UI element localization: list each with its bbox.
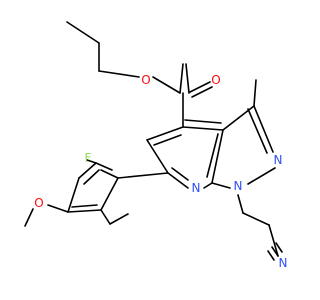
bond-line-22 — [146, 139, 169, 174]
bond-line-5 — [185, 63, 190, 94]
bond-line-35 — [83, 169, 100, 185]
bond-line-10 — [184, 119, 222, 124]
bond-line-2 — [98, 70, 140, 78]
bond-line-42 — [271, 246, 279, 257]
atom-n-ring-2: N — [274, 153, 283, 167]
bond-line-20 — [167, 172, 189, 189]
bond-line-43 — [275, 242, 283, 253]
bond-line-19 — [203, 182, 213, 189]
bond-line-34 — [78, 162, 97, 179]
bond-line-0 — [66, 21, 100, 44]
bond-line-15 — [247, 167, 276, 185]
bond-line-36 — [100, 209, 111, 225]
bond-line-23 — [146, 126, 184, 141]
bond-line-3 — [152, 76, 181, 94]
bond-line-37 — [109, 213, 129, 225]
bond-line-27 — [95, 162, 113, 171]
bond-line-11 — [222, 105, 255, 131]
bond-line-24 — [153, 134, 182, 146]
bond-line-28 — [86, 159, 97, 164]
atom-o-carbonyl: O — [211, 73, 220, 87]
atom-n-pyridine: N — [192, 181, 201, 195]
bond-line-21 — [171, 167, 189, 181]
bond-line-30 — [67, 209, 102, 213]
bond-line-39 — [237, 194, 244, 214]
atom-n-ring-1: N — [234, 179, 243, 193]
atom-o-methoxy: O — [34, 196, 43, 210]
bond-line-18 — [206, 133, 219, 178]
bond-lines — [24, 21, 283, 261]
bond-line-17 — [211, 129, 224, 184]
bond-line-41 — [268, 224, 279, 257]
bond-line-26 — [100, 169, 119, 179]
molecule-structure: O O F N N N O N — [24, 21, 287, 270]
bond-line-12 — [253, 79, 257, 107]
bond-line-40 — [242, 212, 270, 226]
atom-n-nitrile: N — [279, 256, 288, 270]
bond-line-33 — [67, 177, 80, 213]
bond-line-7 — [191, 86, 213, 98]
bond-line-38 — [24, 208, 34, 227]
bond-line-16 — [211, 182, 231, 189]
bond-line-6 — [189, 81, 211, 93]
atom-o-ester: O — [141, 73, 150, 87]
bond-line-9 — [182, 126, 224, 131]
bond-line-44 — [267, 250, 275, 261]
bond-line-14 — [247, 108, 268, 154]
bond-line-32 — [47, 204, 69, 213]
bond-line-31 — [71, 204, 98, 208]
bond-line-13 — [253, 105, 274, 153]
bond-line-25 — [117, 172, 169, 179]
bond-line-29 — [100, 177, 119, 211]
bond-line-4 — [179, 63, 184, 94]
atom-labels: O O F N N N O N — [34, 73, 287, 270]
atom-f: F — [85, 151, 92, 165]
